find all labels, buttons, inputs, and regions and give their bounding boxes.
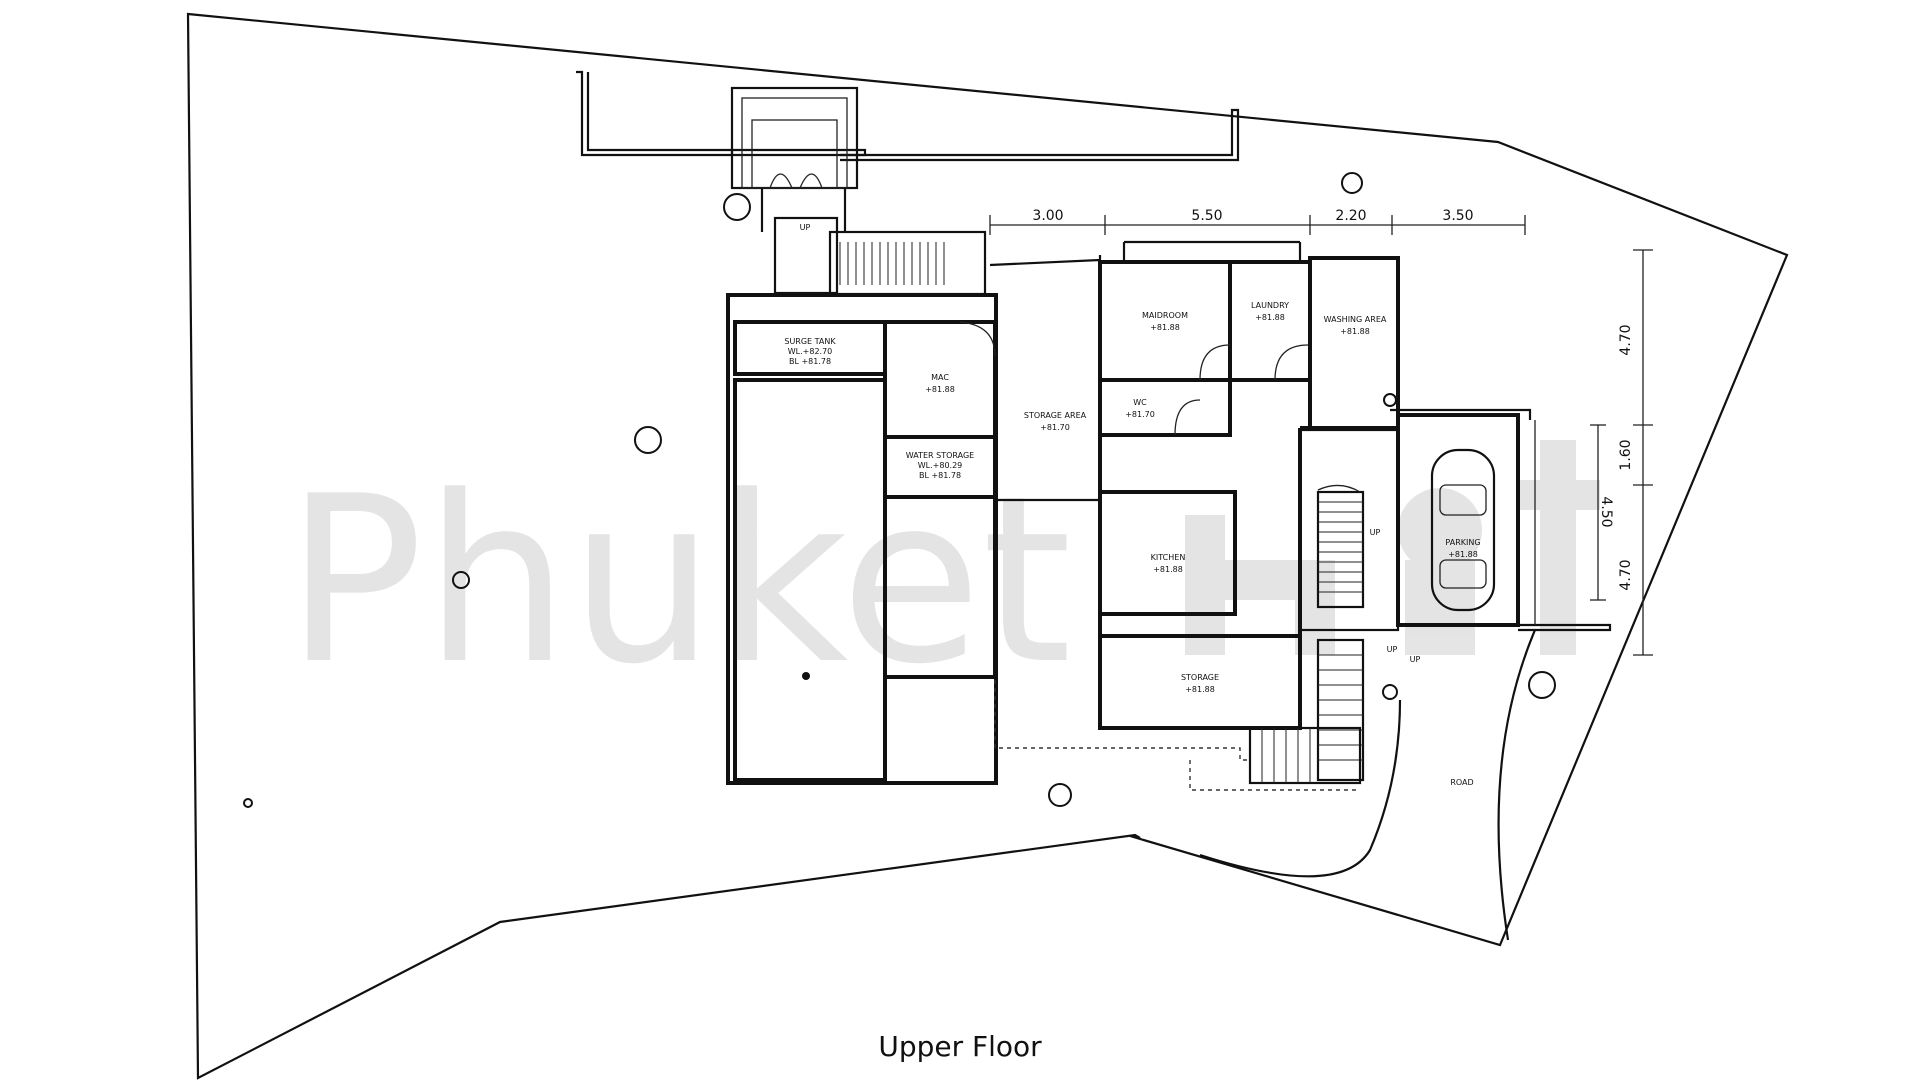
svg-text:+81.88: +81.88: [1340, 327, 1370, 336]
svg-text:WL.+80.29: WL.+80.29: [918, 461, 963, 470]
road-edge-right: [1497, 629, 1537, 941]
label-up-1: UP: [800, 223, 811, 232]
label-road: ROAD: [1450, 778, 1473, 787]
road-edge-left: [1199, 699, 1402, 878]
svg-text:WL.+82.70: WL.+82.70: [788, 347, 833, 356]
tree-icons: [452, 172, 1556, 807]
manhole-icon: [1382, 684, 1398, 700]
label-up-2: UP: [1370, 528, 1381, 537]
label-mac: MAC: [931, 373, 949, 382]
mac-door-swing: [959, 321, 996, 357]
pool-drain-icon: [802, 672, 810, 680]
watermark-text: Phuket: [285, 448, 1072, 715]
svg-text:+81.70: +81.70: [1125, 410, 1155, 419]
site-boundary: [186, 12, 1789, 1080]
label-up-3: UP: [1387, 645, 1398, 654]
label-washing-area: WASHING AREA: [1324, 315, 1387, 324]
svg-text:+81.88: +81.88: [1185, 685, 1215, 694]
label-storage: STORAGE: [1181, 673, 1219, 682]
dim-1-60: 1.60: [1618, 439, 1634, 470]
label-kitchen: KITCHEN: [1151, 553, 1186, 562]
dim-4-50: 4.50: [1598, 496, 1614, 527]
svg-text:+81.88: +81.88: [1255, 313, 1285, 322]
maidroom: [1098, 260, 1232, 382]
svg-text:+81.70: +81.70: [1040, 423, 1070, 432]
dimension-top: 3.00 5.50 2.20 3.50: [989, 208, 1526, 235]
svg-text:BL +81.78: BL +81.78: [789, 357, 831, 366]
survey-marker-icon: [243, 798, 253, 808]
lower-room: [883, 495, 997, 679]
drain-icon: [1383, 393, 1397, 407]
internal-stair-lower: [1248, 638, 1365, 785]
svg-text:+81.88: +81.88: [925, 385, 955, 394]
dashed-terrace-outline: [994, 680, 1250, 761]
dim-4-70-lower: 4.70: [1618, 559, 1634, 590]
pavilion: [730, 86, 859, 190]
door-swing-laundry: [1274, 344, 1309, 381]
label-water-storage: WATER STORAGE: [906, 451, 974, 460]
label-up-4: UP: [1410, 655, 1421, 664]
svg-text:+81.88: +81.88: [1153, 565, 1183, 574]
svg-text:BL +81.78: BL +81.78: [919, 471, 961, 480]
label-laundry: LAUNDRY: [1251, 301, 1289, 310]
label-wc: WC: [1133, 398, 1147, 407]
dim-3-00: 3.00: [1032, 208, 1063, 224]
internal-stair-upper: [1316, 484, 1365, 609]
figure-caption: Upper Floor: [878, 1030, 1042, 1063]
dim-3-50: 3.50: [1442, 208, 1473, 224]
dimension-right: 4.70 1.60 4.70 4.50: [1590, 249, 1653, 656]
dim-2-20: 2.20: [1335, 208, 1366, 224]
wc-room: [1098, 378, 1232, 437]
svg-text:+81.88: +81.88: [1448, 550, 1478, 559]
door-swing-maid: [1199, 344, 1231, 381]
svg-text:+81.88: +81.88: [1150, 323, 1180, 332]
car-icon: [1430, 448, 1496, 612]
kitchen: [1098, 490, 1237, 616]
dim-5-50: 5.50: [1191, 208, 1222, 224]
dim-4-70-upper: 4.70: [1618, 324, 1634, 355]
house-walls: [989, 240, 1400, 730]
watermark-logo-mark: [1185, 440, 1600, 655]
door-swing-wc: [1174, 399, 1201, 436]
parking-area: [1390, 408, 1612, 632]
terrace-outline: [576, 70, 734, 157]
label-surge-tank: SURGE TANK: [784, 337, 836, 346]
label-storage-area: STORAGE AREA: [1024, 411, 1087, 420]
pavilion-door-swing: [769, 173, 823, 189]
label-parking: PARKING: [1445, 538, 1480, 547]
label-maidroom: MAIDROOM: [1142, 311, 1188, 320]
